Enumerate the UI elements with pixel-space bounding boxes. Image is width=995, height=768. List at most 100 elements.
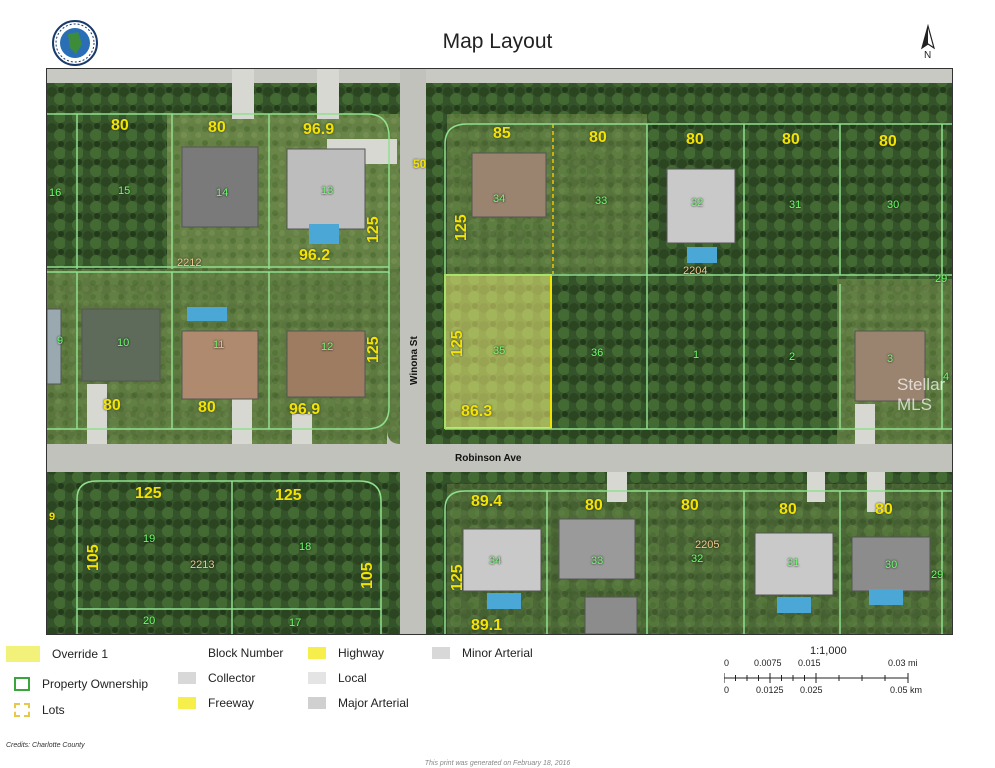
lot-number: 31 xyxy=(787,557,800,569)
lot-number: 36 xyxy=(591,347,604,359)
scale-tick-km: 0.0125 xyxy=(756,685,784,695)
legend-label: Minor Arterial xyxy=(462,646,533,660)
lot-number: 34 xyxy=(489,555,502,567)
legend-override: Override 1 xyxy=(6,646,108,662)
lot-number: 34 xyxy=(493,193,506,205)
legend-collector: Collector xyxy=(178,671,255,685)
lot-number: 9 xyxy=(57,335,64,347)
lot-number: 12 xyxy=(321,341,334,353)
legend-label: Local xyxy=(338,671,367,685)
dimension-label: 125 xyxy=(449,330,466,357)
legend-label: Collector xyxy=(208,671,256,685)
dimension-label: 86.3 xyxy=(461,403,493,420)
dimension-label: 80 xyxy=(681,497,699,514)
lot-number: 18 xyxy=(299,541,312,553)
lot-number: 30 xyxy=(885,559,898,571)
dimension-label: 80 xyxy=(208,119,226,136)
dimension-label: 80 xyxy=(779,501,797,518)
scale-tick-mi: 0.0075 xyxy=(754,658,782,668)
dimension-label: 125 xyxy=(365,216,382,243)
dimension-label: 125 xyxy=(365,336,382,363)
lot-number: 32 xyxy=(691,197,704,209)
legend-lots: Lots xyxy=(14,703,65,717)
aerial-map-graphic xyxy=(47,69,952,634)
page-title: Map Layout xyxy=(442,30,553,53)
lot-number: 3 xyxy=(887,353,894,365)
legend-swatch xyxy=(432,647,450,659)
scale-tick-km: 0.05 km xyxy=(890,685,923,695)
scale-tick-km: 0.025 xyxy=(800,685,823,695)
legend-swatch xyxy=(308,697,326,709)
print-date-note: This print was generated on February 18,… xyxy=(424,760,571,767)
credits-text: Credits: Charlotte County xyxy=(6,742,85,749)
dimension-label: 80 xyxy=(782,131,800,148)
lot-number: 1 xyxy=(693,349,700,361)
dimension-label: 125 xyxy=(135,485,162,502)
legend-minor-arterial: Minor Arterial xyxy=(432,646,533,660)
street-label-winona: Winona St xyxy=(409,336,420,385)
lot-number: 20 xyxy=(143,615,156,627)
legend-swatch xyxy=(14,677,30,691)
legend-label: Override 1 xyxy=(52,647,109,661)
dimension-label: 80 xyxy=(879,133,897,150)
scale-bar-graphic xyxy=(724,673,909,683)
dimension-label: 89.4 xyxy=(471,493,503,510)
north-arrow-icon: N xyxy=(914,23,942,64)
legend-major-arterial: Major Arterial xyxy=(308,696,409,710)
dimension-label: 96.2 xyxy=(299,247,331,264)
dimension-label: 125 xyxy=(275,487,302,504)
lot-number: 29 xyxy=(931,569,944,581)
dimension-label: 105 xyxy=(359,562,376,589)
dimension-label: 96.9 xyxy=(289,401,321,418)
block-number: 2213 xyxy=(190,559,215,571)
lot-number: 33 xyxy=(591,555,604,567)
legend-swatch xyxy=(308,672,326,684)
legend-swatch xyxy=(178,672,196,684)
lot-number: 11 xyxy=(213,339,225,351)
legend-swatch xyxy=(308,647,326,659)
legend-label: Highway xyxy=(338,646,385,660)
legend-block-number: Block Number xyxy=(178,646,283,660)
lot-number: 16 xyxy=(49,187,62,199)
dimension-label: 80 xyxy=(198,399,216,416)
legend-label: Freeway xyxy=(208,696,255,710)
dimension-label: 80 xyxy=(686,131,704,148)
lot-number: 13 xyxy=(321,185,334,197)
legend-swatch xyxy=(6,646,40,662)
dimension-label: 89.1 xyxy=(471,617,503,634)
scale-tick-km: 0 xyxy=(724,685,730,695)
watermark: Stellar MLS xyxy=(897,375,946,414)
legend-freeway: Freeway xyxy=(178,696,254,710)
legend-swatch xyxy=(178,647,196,659)
lot-number: 33 xyxy=(595,195,608,207)
lot-number: 2 xyxy=(789,351,796,363)
legend-label: Lots xyxy=(42,703,65,717)
legend-highway: Highway xyxy=(308,646,384,660)
legend-local: Local xyxy=(308,671,367,685)
block-number: 2204 xyxy=(683,265,708,277)
map-viewport[interactable]: 80 80 96.9 85 80 80 80 80 125 96.2 125 1… xyxy=(46,68,953,635)
dimension-label: 85 xyxy=(493,125,511,142)
dimension-label-fragment: 50 xyxy=(413,157,427,171)
lot-number: 35 xyxy=(493,345,506,357)
scale-tick-mi: 0.015 xyxy=(798,658,821,668)
dimension-label: 80 xyxy=(103,397,121,414)
dimension-label: 80 xyxy=(585,497,603,514)
legend-swatch xyxy=(14,703,30,717)
lot-number: 31 xyxy=(789,199,802,211)
scale-bar: 1:1,000 0 0.0075 0.015 0.03 mi 0 0.0125 … xyxy=(720,645,960,695)
lot-number: 15 xyxy=(118,185,131,197)
scale-ratio: 1:1,000 xyxy=(810,645,847,657)
dimension-label: 96.9 xyxy=(303,121,335,138)
lot-number: 14 xyxy=(216,187,229,199)
dimension-label: 125 xyxy=(449,564,466,591)
lot-number: 17 xyxy=(289,617,302,629)
dimension-label: 80 xyxy=(111,117,129,134)
legend-label: Property Ownership xyxy=(42,677,149,691)
block-number: 2205 xyxy=(695,539,720,551)
scale-tick-mi: 0 xyxy=(724,658,730,668)
dimension-label-fragment: 9 xyxy=(49,511,56,523)
lot-number: 30 xyxy=(887,199,900,211)
dimension-label: 105 xyxy=(85,544,102,571)
lot-number: 4 xyxy=(943,371,950,383)
